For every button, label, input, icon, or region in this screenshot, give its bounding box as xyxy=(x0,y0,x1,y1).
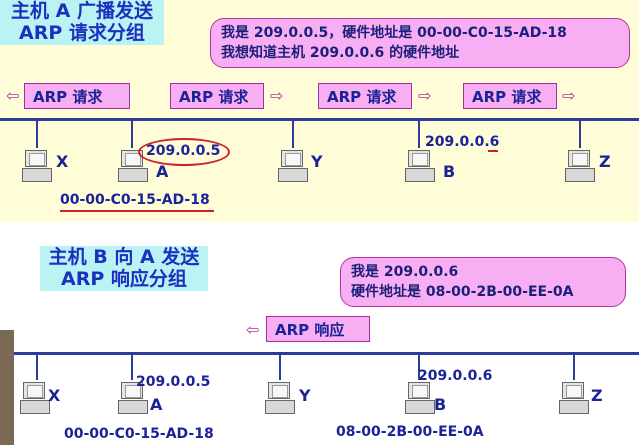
bottom-network-bus xyxy=(0,352,639,355)
top-title: 主机 A 广播发送 ARP 请求分组 xyxy=(0,0,164,45)
computer-icon xyxy=(22,150,52,184)
top-bubble-line2: 我想知道主机 209.0.0.6 的硬件地址 xyxy=(221,45,460,61)
bottom-drop-x xyxy=(36,354,38,380)
top-drop-a xyxy=(131,120,133,148)
bottom-drop-a xyxy=(131,354,133,380)
top-host-x-label: X xyxy=(56,152,69,171)
bottom-host-a-label: A xyxy=(150,395,163,414)
top-host-a-label: A xyxy=(156,162,169,181)
arp-request-packet-1: ARP 请求 xyxy=(24,83,130,109)
top-mac-a: 00-00-C0-15-AD-18 xyxy=(60,192,210,208)
top-network-bus xyxy=(0,118,639,121)
bottom-host-b-label: B xyxy=(434,395,447,414)
arp-request-label-4: ARP 请求 xyxy=(472,88,542,106)
arp-reply-packet: ARP 响应 xyxy=(266,316,370,342)
bottom-speech-bubble: 我是 209.0.0.6 硬件地址是 08-00-2B-00-EE-0A xyxy=(340,257,626,307)
top-speech-bubble: 我是 209.0.0.5，硬件地址是 00-00-C0-15-AD-18 我想知… xyxy=(210,18,630,68)
bottom-title-line1: 主机 B 向 A 发送 xyxy=(48,246,200,268)
arp-request-packet-3: ARP 请求 xyxy=(318,83,412,109)
bottom-title-line2: ARP 响应分组 xyxy=(61,268,187,290)
arp-request-label-1: ARP 请求 xyxy=(33,88,103,106)
highlight-underline xyxy=(488,150,498,152)
arrow-right-icon: ⇨ xyxy=(562,86,576,105)
arp-request-packet-4: ARP 请求 xyxy=(463,83,557,109)
top-host-z-label: Z xyxy=(599,152,611,171)
bottom-host-x-label: X xyxy=(48,386,61,405)
bottom-mac-a: 00-00-C0-15-AD-18 xyxy=(64,426,214,442)
bottom-drop-b xyxy=(418,354,420,380)
top-drop-x xyxy=(36,120,38,148)
arrow-right-icon: ⇨ xyxy=(270,86,284,105)
arrow-right-icon: ⇨ xyxy=(418,86,432,105)
top-ip-b: 209.0.0.6 xyxy=(425,134,500,150)
top-bubble-line1: 我是 209.0.0.5，硬件地址是 00-00-C0-15-AD-18 xyxy=(221,25,567,41)
computer-icon xyxy=(559,382,589,416)
arp-request-label-3: ARP 请求 xyxy=(327,88,397,106)
top-drop-z xyxy=(579,120,581,148)
computer-icon xyxy=(405,382,435,416)
computer-icon xyxy=(118,382,148,416)
bottom-title: 主机 B 向 A 发送 ARP 响应分组 xyxy=(40,246,208,291)
bottom-bubble-line2: 硬件地址是 08-00-2B-00-EE-0A xyxy=(351,284,574,300)
arp-reply-label: ARP 响应 xyxy=(275,321,345,339)
top-title-line2: ARP 请求分组 xyxy=(19,22,145,44)
bottom-bubble-line1: 我是 209.0.0.6 xyxy=(351,264,459,280)
top-drop-b xyxy=(418,120,420,148)
arrow-left-icon: ⇦ xyxy=(246,320,260,339)
computer-icon xyxy=(565,150,595,184)
highlight-circle xyxy=(138,138,230,166)
top-host-y-label: Y xyxy=(311,152,323,171)
computer-icon xyxy=(118,150,148,184)
top-title-line1: 主机 A 广播发送 xyxy=(11,0,153,22)
bottom-ip-a: 209.0.0.5 xyxy=(136,374,211,390)
top-host-b-label: B xyxy=(443,162,456,181)
bottom-drop-z xyxy=(573,354,575,380)
computer-icon xyxy=(20,382,50,416)
bottom-host-y-label: Y xyxy=(299,386,311,405)
top-drop-y xyxy=(292,120,294,148)
bottom-ip-b: 209.0.0.6 xyxy=(418,368,493,384)
computer-icon xyxy=(278,150,308,184)
bottom-host-z-label: Z xyxy=(591,386,603,405)
bottom-mac-b: 08-00-2B-00-EE-0A xyxy=(336,424,484,440)
arp-request-label-2: ARP 请求 xyxy=(179,88,249,106)
bottom-drop-y xyxy=(279,354,281,380)
computer-icon xyxy=(405,150,435,184)
arp-request-packet-2: ARP 请求 xyxy=(170,83,264,109)
arrow-left-icon: ⇦ xyxy=(6,86,20,105)
mac-underline xyxy=(60,210,214,212)
computer-icon xyxy=(265,382,295,416)
presenter-thumbnail xyxy=(0,330,14,445)
